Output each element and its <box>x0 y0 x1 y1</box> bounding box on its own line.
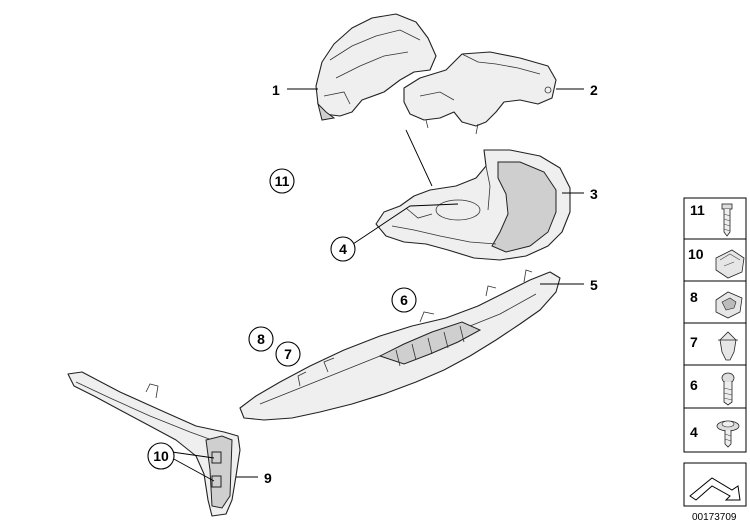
callout-11: 11 <box>275 173 290 189</box>
callout-circle-8 <box>248 326 274 352</box>
direction-arrow-icon <box>689 477 741 501</box>
callout-circle-10 <box>147 442 175 470</box>
callout-circle-7 <box>275 341 301 367</box>
legend-cell-6 <box>683 364 747 409</box>
part-5-knee-panel <box>239 269 561 421</box>
callout-4: 4 <box>339 241 347 257</box>
callout-circle-4 <box>330 236 356 262</box>
square-nut-icon <box>715 291 743 319</box>
callout-10: 10 <box>153 448 169 464</box>
legend-label-11: 11 <box>690 202 705 218</box>
callout-circle-6 <box>391 287 417 313</box>
legend-label-4: 4 <box>690 424 698 440</box>
legend-label-8: 8 <box>690 289 698 305</box>
legend-label-6: 6 <box>690 377 698 393</box>
callout-5: 5 <box>590 277 598 293</box>
callouts: 1 2 3 5 9 11 4 6 8 7 10 <box>147 82 598 486</box>
clip-icon <box>715 249 745 279</box>
expanding-rivet-icon <box>718 331 738 361</box>
part-9-side-trim <box>67 371 241 517</box>
legend-label-10: 10 <box>688 246 704 262</box>
bolt-icon <box>721 372 735 406</box>
callout-6: 6 <box>400 292 408 308</box>
screw-icon <box>721 203 733 237</box>
callout-7: 7 <box>284 346 292 362</box>
part-2-upper-shroud <box>403 51 557 135</box>
part-1-upper-trim <box>315 13 437 121</box>
legend-cell-11 <box>683 197 747 240</box>
callout-3: 3 <box>590 186 598 202</box>
flange-screw-icon <box>716 420 740 448</box>
part-3-lower-shroud <box>375 149 571 261</box>
reference-number: 00173709 <box>692 512 737 523</box>
callout-circle-11 <box>269 168 295 194</box>
callout-9: 9 <box>264 470 272 486</box>
legend-label-7: 7 <box>690 334 698 350</box>
leader-lines <box>171 88 584 482</box>
fastener-legend: 11 10 8 7 6 4 <box>683 197 747 507</box>
callout-2: 2 <box>590 82 598 98</box>
callout-8: 8 <box>257 331 265 347</box>
callout-1: 1 <box>272 82 280 98</box>
